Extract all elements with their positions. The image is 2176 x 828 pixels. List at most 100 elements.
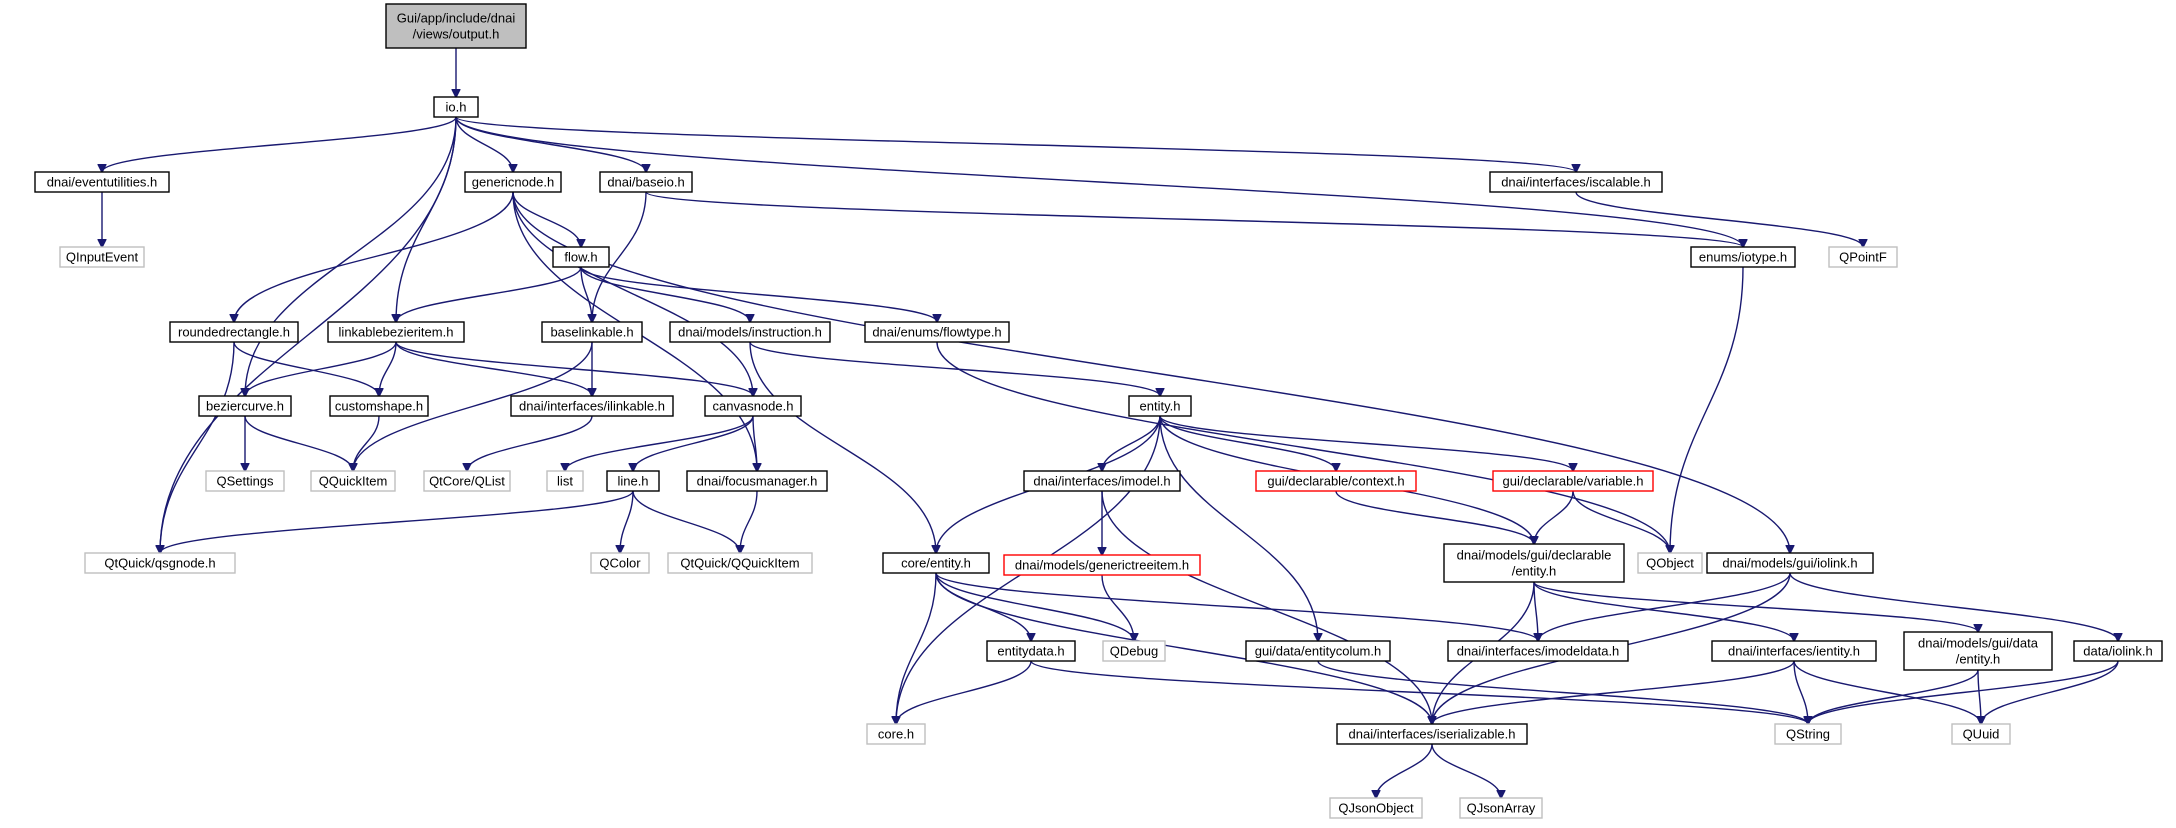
node-box: [1245, 640, 1391, 662]
node-generictreeitem[interactable]: dnai/models/generictreeitem.h: [1003, 554, 1201, 576]
edge-instruction-to-coreentity: [749, 341, 936, 553]
node-imodel[interactable]: dnai/interfaces/imodel.h: [1023, 470, 1181, 492]
node-box: [1951, 723, 2011, 745]
node-imodeldata[interactable]: dnai/interfaces/imodeldata.h: [1447, 640, 1629, 662]
edge-iolink-to-dataiolink: [1789, 572, 2118, 641]
node-variable[interactable]: gui/declarable/variable.h: [1492, 470, 1654, 492]
edge-baselinkable-to-qquickitem: [353, 341, 593, 471]
node-baselinkable[interactable]: baselinkable.h: [541, 321, 643, 343]
node-label: linkablebezieritem.h: [339, 325, 454, 340]
node-customshape[interactable]: customshape.h: [329, 395, 429, 417]
node-guideclentity[interactable]: dnai/models/gui/declarable/entity.h: [1443, 543, 1625, 583]
edge-line-to-qcolor: [620, 490, 634, 553]
node-label: dnai/models/gui/declarable/entity.h: [1457, 548, 1612, 579]
node-label: dnai/interfaces/iserializable.h: [1349, 727, 1516, 742]
node-label: dnai/models/gui/iolink.h: [1722, 556, 1857, 571]
edge-iscalable-to-qpointf: [1575, 191, 1863, 247]
node-context[interactable]: gui/declarable/context.h: [1255, 470, 1417, 492]
edge-flow-to-linkablebezieritem: [396, 266, 582, 322]
node-label: entity.h: [1140, 399, 1181, 414]
node-flowtype[interactable]: dnai/enums/flowtype.h: [864, 321, 1010, 343]
node-box: [169, 321, 299, 343]
node-box: [1023, 470, 1181, 492]
edge-entitydata-to-coreh: [896, 660, 1032, 724]
node-baseio[interactable]: dnai/baseio.h: [599, 171, 693, 193]
node-box: [1706, 552, 1874, 574]
node-canvasnode[interactable]: canvasnode.h: [704, 395, 802, 417]
node-focusmanager[interactable]: dnai/focusmanager.h: [686, 470, 828, 492]
node-iscalable[interactable]: dnai/interfaces/iscalable.h: [1489, 171, 1663, 193]
edge-linkablebezieritem-to-customshape: [379, 341, 397, 396]
edge-entitycolum-to-qstring: [1317, 660, 1808, 724]
node-coreentity[interactable]: core/entity.h: [882, 552, 990, 574]
node-label: canvasnode.h: [713, 399, 794, 414]
node-label: io.h: [446, 100, 467, 115]
node-label: QtQuick/qsgnode.h: [104, 556, 215, 571]
node-label: dnai/enums/flowtype.h: [872, 325, 1001, 340]
edge-generictreeitem-to-qdebug: [1101, 574, 1134, 641]
node-list: list: [546, 470, 584, 492]
node-label: beziercurve.h: [206, 399, 284, 414]
node-roundedrectangle[interactable]: roundedrectangle.h: [169, 321, 299, 343]
edge-customshape-to-qquickitem: [353, 415, 380, 471]
edge-canvasnode-to-line: [633, 415, 754, 471]
node-box: [599, 171, 693, 193]
edge-io-to-iotype: [455, 116, 1743, 247]
nodes-layer: Gui/app/include/dnai/views/output.h io.h d…: [34, 3, 2163, 819]
node-box: [205, 470, 285, 492]
node-label: dnai/models/gui/data/entity.h: [1918, 636, 2039, 667]
node-dataiolink[interactable]: data/iolink.h: [2073, 640, 2163, 662]
node-flow[interactable]: flow.h: [552, 246, 610, 268]
node-box: [1102, 640, 1166, 662]
node-entitydata[interactable]: entitydata.h: [986, 640, 1076, 662]
node-entitycolum[interactable]: gui/data/entitycolum.h: [1245, 640, 1391, 662]
node-iserializable[interactable]: dnai/interfaces/iserializable.h: [1336, 723, 1528, 745]
edge-coreentity-to-iserializable: [935, 572, 1432, 724]
node-qpointf: QPointF: [1828, 246, 1898, 268]
node-output[interactable]: Gui/app/include/dnai/views/output.h: [385, 3, 527, 49]
edge-canvasnode-to-focusmanager: [752, 415, 757, 471]
node-qsettings: QSettings: [205, 470, 285, 492]
node-ientity[interactable]: dnai/interfaces/ientity.h: [1711, 640, 1877, 662]
node-label: QObject: [1646, 556, 1694, 571]
node-label: dnai/interfaces/ientity.h: [1728, 644, 1860, 659]
node-iotype[interactable]: enums/iotype.h: [1690, 246, 1796, 268]
node-qobject: QObject: [1637, 552, 1703, 574]
node-label: QColor: [599, 556, 641, 571]
node-label: QPointF: [1839, 250, 1887, 265]
edge-ientity-to-quuid: [1793, 660, 1981, 724]
edge-genericnode-to-roundedrectangle: [234, 191, 514, 322]
node-entity[interactable]: entity.h: [1128, 395, 1192, 417]
node-box: [667, 552, 813, 574]
node-ilinkable[interactable]: dnai/interfaces/ilinkable.h: [510, 395, 674, 417]
node-box: [198, 395, 292, 417]
node-box: [84, 552, 236, 574]
node-label: core.h: [878, 727, 914, 742]
node-qstring: QString: [1774, 723, 1842, 745]
edge-genericnode-to-canvasnode: [512, 191, 753, 396]
node-io[interactable]: io.h: [433, 96, 479, 118]
node-linkablebezieritem[interactable]: linkablebezieritem.h: [327, 321, 465, 343]
edge-entity-to-context: [1159, 415, 1336, 471]
node-box: [986, 640, 1076, 662]
node-genericnode[interactable]: genericnode.h: [464, 171, 562, 193]
node-line[interactable]: line.h: [606, 470, 660, 492]
edge-io-to-linkablebezieritem: [396, 116, 457, 322]
node-box: [1459, 797, 1543, 819]
node-qdebug: QDebug: [1102, 640, 1166, 662]
node-box: [669, 321, 831, 343]
edge-guidataentity-to-qstring: [1808, 669, 1979, 724]
node-label: dnai/interfaces/imodeldata.h: [1457, 644, 1620, 659]
node-label: dnai/interfaces/ilinkable.h: [519, 399, 665, 414]
node-eventutilities[interactable]: dnai/eventutilities.h: [34, 171, 170, 193]
node-label: roundedrectangle.h: [178, 325, 290, 340]
node-iolink[interactable]: dnai/models/gui/iolink.h: [1706, 552, 1874, 574]
node-instruction[interactable]: dnai/models/instruction.h: [669, 321, 831, 343]
node-box: [704, 395, 802, 417]
node-label: dnai/models/instruction.h: [678, 325, 822, 340]
node-label: baselinkable.h: [550, 325, 633, 340]
node-box: [546, 470, 584, 492]
node-guidataentity[interactable]: dnai/models/gui/data/entity.h: [1903, 631, 2053, 671]
node-beziercurve[interactable]: beziercurve.h: [198, 395, 292, 417]
